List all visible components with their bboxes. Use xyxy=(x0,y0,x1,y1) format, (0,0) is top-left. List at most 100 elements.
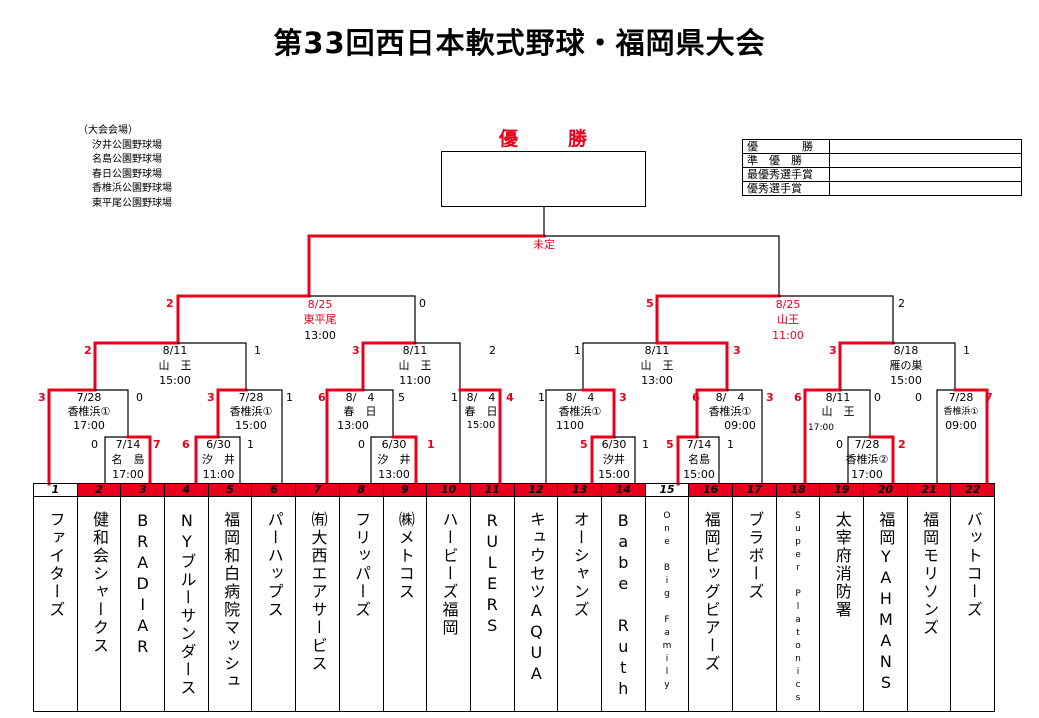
score: 2 xyxy=(166,297,174,310)
team-cell: BRADIAR xyxy=(121,497,166,711)
team-name: 福岡YAHMANS xyxy=(876,511,896,694)
team-cell: 福岡YAHMANS xyxy=(864,497,908,711)
score: 4 xyxy=(506,391,514,404)
team-name: ファイターズ xyxy=(46,511,66,619)
match-time: 15:00 xyxy=(235,419,267,432)
slot-number: 9 xyxy=(383,484,428,496)
match-time: 15:00 xyxy=(159,374,191,387)
final-status: 未定 xyxy=(533,238,555,251)
r16-8-right xyxy=(953,388,989,486)
score: 0 xyxy=(874,391,881,404)
match-venue: 香椎浜① xyxy=(708,405,752,418)
team-name: NYブルーサンダース xyxy=(177,511,197,697)
team-cell: NYブルーサンダース xyxy=(165,497,209,711)
team-name: Super Platonics xyxy=(793,511,804,706)
match-date: 7/28 xyxy=(854,438,880,451)
score: 0 xyxy=(358,438,365,451)
score: 0 xyxy=(136,391,143,404)
match-venue: 汐 井 xyxy=(202,453,235,466)
team-name: 福岡ビッグビアーズ xyxy=(701,511,721,673)
r1-6-left xyxy=(847,436,871,485)
r1-6-right xyxy=(868,435,895,486)
score: 3 xyxy=(829,344,837,357)
score: 1 xyxy=(727,438,734,451)
score: 6 xyxy=(692,391,700,404)
qf4-right-line xyxy=(892,342,956,391)
match-time: 13:00 xyxy=(378,468,410,481)
team-name: ハービーズ福岡 xyxy=(439,511,459,637)
match-date: 8/11 xyxy=(162,344,188,357)
score: 1 xyxy=(963,344,970,357)
match-date: 8/ 4 xyxy=(345,391,375,404)
slot-number: 22 xyxy=(951,484,995,496)
score: 0 xyxy=(836,438,843,451)
match-time: 13:00 xyxy=(304,329,336,342)
match-time: 17:00 xyxy=(808,423,834,433)
qf3-right-line xyxy=(655,341,729,392)
score: 3 xyxy=(207,391,215,404)
match-venue: 春 日 xyxy=(343,405,377,418)
team-cell: ファイターズ xyxy=(34,497,78,711)
slot-number: 18 xyxy=(776,484,821,496)
team-cell: Super Platonics xyxy=(777,497,821,711)
award-label: 最優秀選手賞 xyxy=(742,167,830,182)
score: 2 xyxy=(489,344,496,357)
qf1-right-line xyxy=(177,342,247,391)
champion-label: 優 勝 xyxy=(498,128,591,150)
slot-number: 15 xyxy=(646,484,690,496)
team-cell: ハービーズ福岡 xyxy=(427,497,471,711)
r16-5-left xyxy=(545,389,584,485)
team-cell: パーハップス xyxy=(252,497,297,711)
score: 7 xyxy=(153,438,161,451)
venue-item: 香椎浜公園野球場 xyxy=(92,183,172,194)
match-time: 13:00 xyxy=(337,419,369,432)
r16-6-left xyxy=(695,388,729,439)
qf3-left-line xyxy=(582,342,658,391)
r16-1-left xyxy=(47,388,97,486)
r1-3-left xyxy=(370,436,394,485)
score: 3 xyxy=(38,391,46,404)
r1-2-right xyxy=(217,436,241,485)
match-time: 15:00 xyxy=(466,420,496,431)
semi2-right-line xyxy=(778,295,894,344)
score: 2 xyxy=(898,297,905,310)
slot-number: 1 xyxy=(34,484,78,496)
r1-4-right xyxy=(613,436,636,485)
r1-5-right xyxy=(696,436,720,485)
score: 6 xyxy=(794,391,802,404)
match-venue: 山 王 xyxy=(398,359,432,372)
match-venue: 山王 xyxy=(777,313,799,326)
slot-number: 17 xyxy=(733,484,777,496)
r16-7-left xyxy=(803,388,842,486)
award-row: 優秀選手賞 xyxy=(742,181,1022,196)
r16-7-right xyxy=(839,389,871,438)
score: 2 xyxy=(84,344,92,357)
team-name: One Big Family xyxy=(661,511,672,693)
team-cell: One Big Family xyxy=(646,497,690,711)
team-name: オーシャンズ xyxy=(570,511,590,619)
match-venue: 汐井 xyxy=(603,453,625,466)
score: 2 xyxy=(898,438,906,451)
match-venue: 香椎浜① xyxy=(67,405,111,418)
qf1-left-line xyxy=(93,341,180,392)
r16-3-left xyxy=(325,388,365,486)
team-cell: 福岡モリソンズ xyxy=(908,497,952,711)
slot-number: 21 xyxy=(907,484,952,496)
team-cell: Babe Ruth xyxy=(602,497,646,711)
slot-number: 7 xyxy=(296,484,340,496)
match-date: 8/ 4 xyxy=(565,391,595,404)
match-date: 8/ 4 xyxy=(466,391,496,404)
slot-number: 11 xyxy=(470,484,515,496)
r16-4-right xyxy=(458,388,502,486)
r16-2-right xyxy=(245,389,283,485)
team-cell: オーシャンズ xyxy=(558,497,602,711)
match-time: 09:00 xyxy=(724,419,756,432)
match-time: 17:00 xyxy=(73,419,105,432)
team-name: バットコーズ xyxy=(963,511,983,619)
team-cell: 健和会シャークス xyxy=(78,497,122,711)
team-name: フリッパーズ xyxy=(352,511,372,619)
r1-1-right xyxy=(126,435,152,486)
team-name: パーハップス xyxy=(264,511,284,619)
